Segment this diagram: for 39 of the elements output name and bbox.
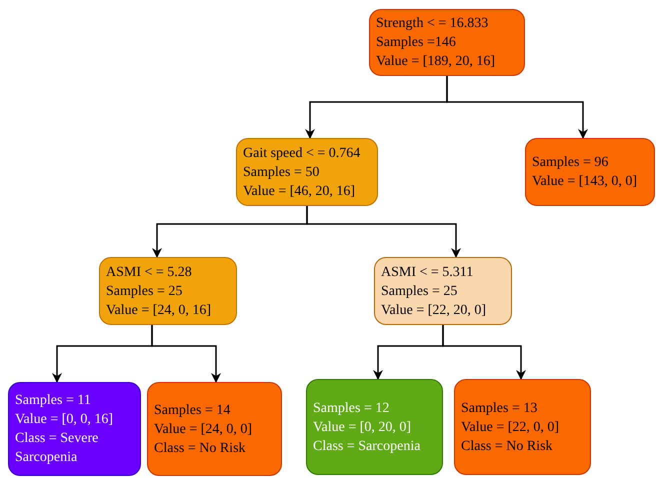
node-text: Value = [0, 20, 0] — [313, 418, 412, 436]
node-text: Samples = 50 — [243, 164, 320, 182]
node-text: Class = No Risk — [154, 440, 247, 458]
arrow — [446, 76, 588, 139]
tree-node-box — [99, 257, 237, 325]
node-text: Gait speed < = 0.764 — [243, 144, 362, 162]
node-text: Class = Severe Sarcopenia — [15, 430, 100, 467]
node-text: Value = [143, 0, 0] — [532, 173, 638, 191]
node-text: Value = [46, 20, 16] — [243, 182, 356, 200]
node-text: Samples = 96 — [532, 154, 610, 172]
arrow — [151, 325, 221, 383]
tree-node-box — [236, 138, 378, 206]
node-text: Value = [24, 0, 16] — [106, 302, 212, 320]
node-text: Samples = 25 — [106, 282, 184, 300]
tree-node-box — [369, 9, 525, 76]
node-text: Samples = 25 — [381, 282, 458, 300]
tree-node-box — [8, 382, 141, 476]
arrow — [442, 325, 526, 380]
node-text: Value = [24, 0, 0] — [154, 420, 254, 438]
tree-node-box — [525, 138, 655, 206]
node-text: Value = [22, 20, 0] — [381, 302, 488, 320]
node-text: Samples = 12 — [313, 400, 390, 418]
tree-node-box — [306, 379, 443, 475]
node-text: Strength < = 16.833 — [376, 15, 490, 33]
node-text: Samples = 14 — [154, 402, 232, 420]
node-text: ASMI < = 5.28 — [106, 264, 193, 282]
tree-node-box — [147, 382, 282, 476]
node-text: Samples = 11 — [15, 392, 92, 410]
node-text: Value = [189, 20, 16] — [376, 53, 496, 71]
node-text: Samples = 13 — [461, 400, 538, 418]
tree-node-box — [374, 257, 512, 325]
node-text: Samples =146 — [376, 34, 457, 52]
node-text: Value = [22, 0, 0] — [461, 418, 560, 436]
node-text: Value = [0, 0, 16] — [15, 411, 114, 429]
node-text: ASMI < = 5.311 — [381, 264, 474, 282]
arrow — [306, 206, 461, 258]
node-text: Class = No Risk — [461, 438, 554, 456]
node-text: Class = Sarcopenia — [313, 438, 422, 456]
tree-node-box — [454, 379, 591, 475]
